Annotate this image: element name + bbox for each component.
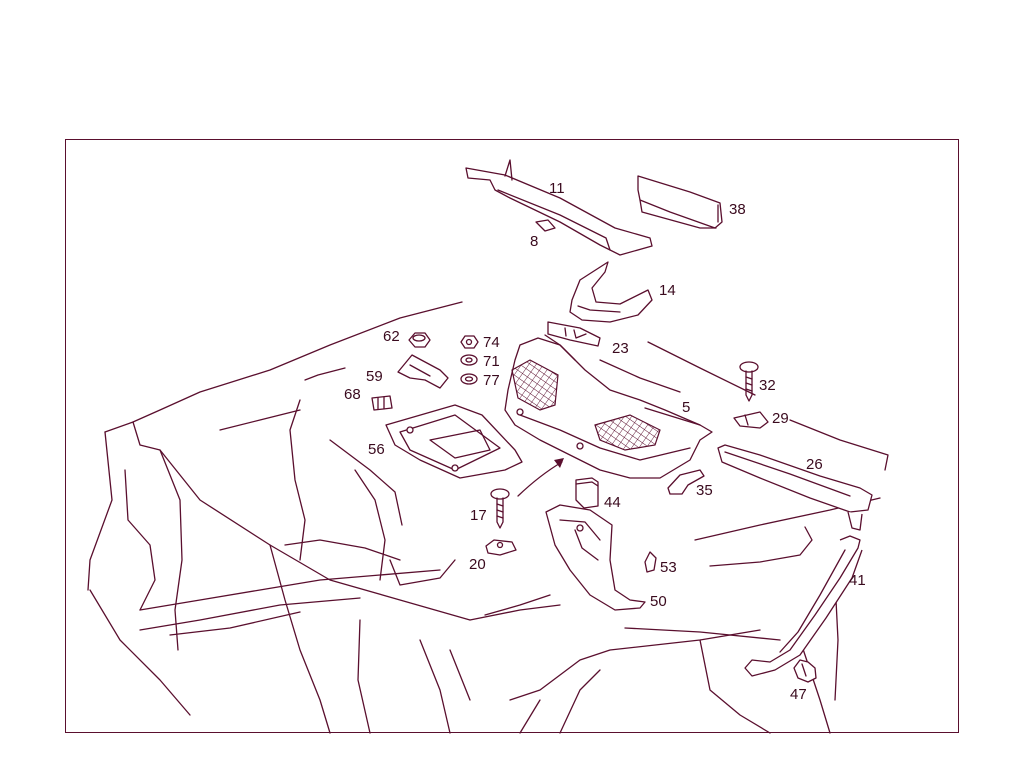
part-8-clip	[535, 219, 556, 232]
part-23-plate	[547, 321, 601, 347]
callout-74: 74	[483, 334, 500, 351]
part-14-gasket	[569, 261, 653, 323]
part-29-clip	[733, 411, 769, 429]
part-32-screw	[739, 361, 759, 402]
direction-arrow	[517, 458, 564, 497]
callout-77: 77	[483, 372, 500, 389]
callout-47: 47	[790, 686, 807, 703]
callout-68: 68	[344, 386, 361, 403]
part-71-washer	[460, 354, 478, 366]
part-20-clip	[485, 539, 517, 556]
callout-labels: 11 38 8 14 23 62 74 71 77 59 68 32 5 29 …	[344, 180, 866, 703]
callout-32: 32	[759, 377, 776, 394]
callout-29: 29	[772, 410, 789, 427]
part-77-washer	[460, 373, 478, 385]
callout-5: 5	[682, 399, 690, 416]
part-17-screw	[490, 488, 510, 529]
callout-71: 71	[483, 353, 500, 370]
part-59-bracket	[397, 354, 449, 389]
callout-38: 38	[729, 201, 746, 218]
part-5-cowl-panel	[504, 334, 713, 479]
diagram-frame	[65, 139, 959, 733]
callout-8: 8	[530, 233, 538, 250]
callout-17: 17	[470, 507, 487, 524]
part-41-hose	[744, 535, 863, 677]
callout-62: 62	[383, 328, 400, 345]
callout-41: 41	[849, 572, 866, 589]
part-11-cowl-strip	[465, 159, 653, 256]
part-38-weatherstrip	[637, 175, 723, 229]
callout-53: 53	[660, 559, 677, 576]
callout-59: 59	[366, 368, 383, 385]
callout-26: 26	[806, 456, 823, 473]
part-53-grommet	[644, 551, 657, 573]
part-50-side-panel	[545, 504, 646, 611]
part-74-nut	[460, 335, 479, 349]
callout-35: 35	[696, 482, 713, 499]
callout-23: 23	[612, 340, 629, 357]
part-26-trim-strip	[717, 444, 873, 531]
part-35-bracket	[667, 469, 705, 495]
part-47-clamp	[793, 659, 817, 683]
callout-20: 20	[469, 556, 486, 573]
part-68-clip	[371, 395, 393, 411]
callout-50: 50	[650, 593, 667, 610]
callout-44: 44	[604, 494, 621, 511]
part-56-cover	[385, 404, 523, 479]
part-62-nut	[408, 332, 431, 348]
part-44-block	[575, 477, 599, 509]
callout-14: 14	[659, 282, 676, 299]
callout-56: 56	[368, 441, 385, 458]
callout-11: 11	[549, 180, 565, 197]
